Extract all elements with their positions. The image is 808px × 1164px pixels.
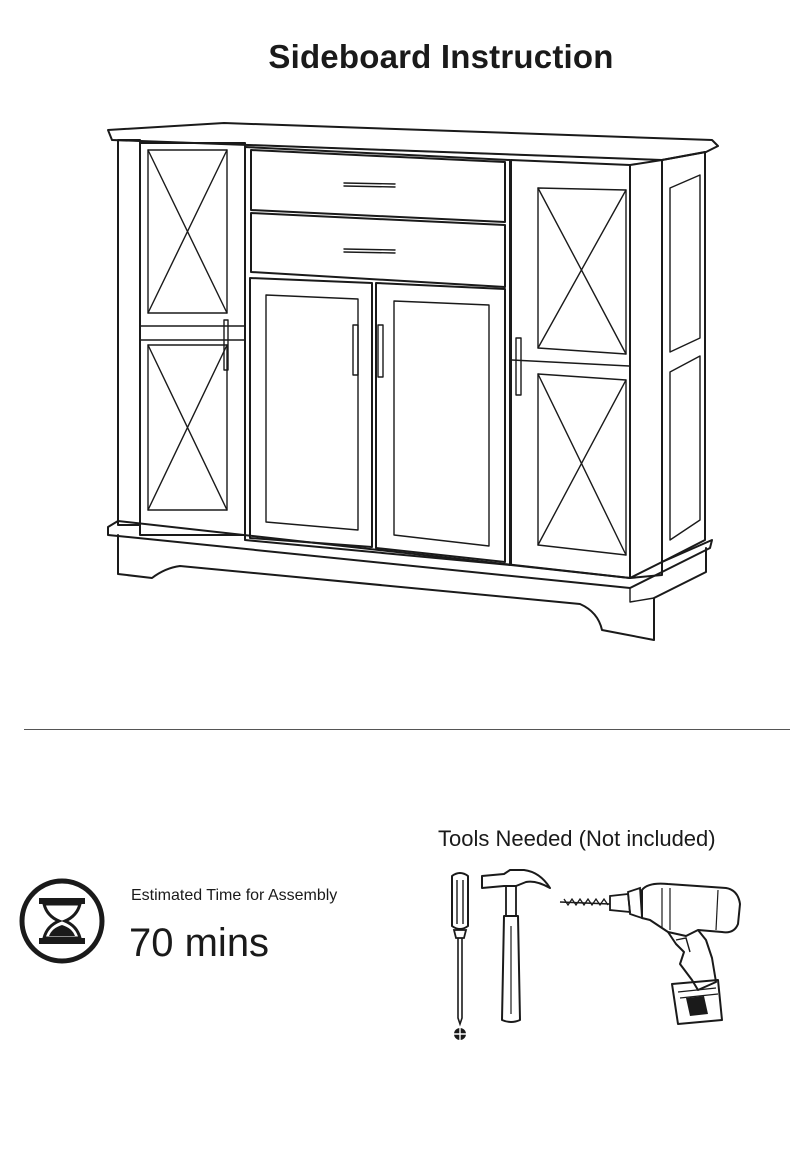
phillips-screwdriver-icon xyxy=(451,872,469,1040)
page-title: Sideboard Instruction xyxy=(268,38,614,75)
hourglass-icon xyxy=(19,878,105,964)
assembly-time-value: 70 mins xyxy=(129,921,270,965)
tools-needed-heading: Tools Needed (Not included) xyxy=(438,826,716,851)
assembly-time-label: Estimated Time for Assembly xyxy=(131,887,338,904)
cordless-drill-icon xyxy=(559,882,741,1025)
hammer-icon xyxy=(481,869,551,1023)
section-divider xyxy=(24,729,790,730)
sideboard-illustration xyxy=(107,122,719,641)
